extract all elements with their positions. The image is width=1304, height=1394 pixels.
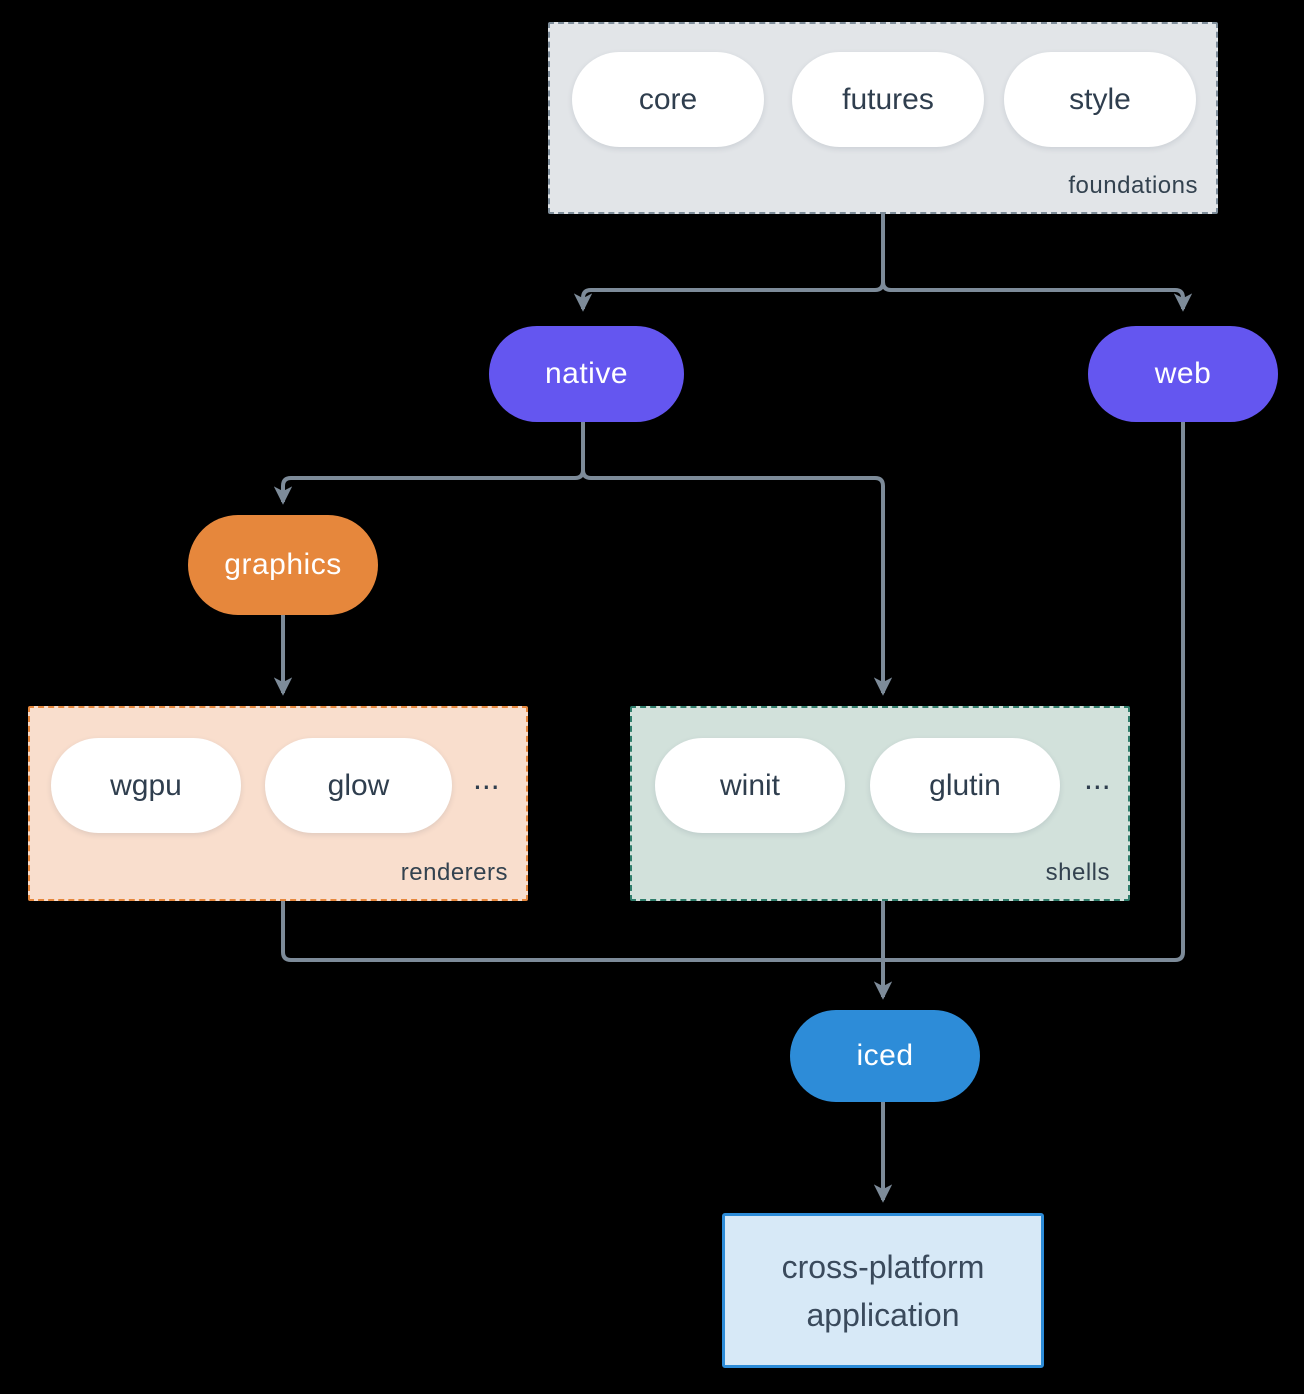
crate-winit: winit [655,738,845,833]
node-native: native [489,326,684,422]
renderers-group: wgpu glow ... renderers [28,706,528,901]
edge-native-graphics [273,422,585,505]
crate-glow: glow [265,738,452,833]
edge-foundations-native [573,214,885,312]
node-graphics-label: graphics [224,548,342,581]
crate-wgpu-label: wgpu [110,768,182,802]
shells-group-label: shells [1045,859,1110,886]
crate-style-label: style [1069,82,1131,116]
node-native-label: native [544,357,629,390]
node-iced-label: iced [856,1039,914,1072]
foundations-group-label: foundations [1068,172,1198,199]
application-label-line2: application [806,1296,960,1333]
node-graphics: graphics [188,515,378,615]
crate-core: core [572,52,764,147]
foundations-group: core futures style foundations [548,22,1218,214]
crate-winit-label: winit [719,768,780,802]
node-web: web [1088,326,1278,422]
crate-glutin-label: glutin [929,768,1001,802]
shells-group: winit glutin ... shells [630,706,1130,901]
edge-renderers-merge [281,901,883,962]
shells-ellipsis: ... [1084,760,1111,796]
application-label-line1: cross-platform [781,1248,985,1285]
crate-futures: futures [792,52,984,147]
crate-style: style [1004,52,1196,147]
crate-wgpu: wgpu [51,738,241,833]
edge-foundations-web [881,214,1193,312]
renderers-ellipsis: ... [473,760,500,796]
crate-futures-label: futures [842,82,934,116]
crate-glutin: glutin [870,738,1060,833]
renderers-group-label: renderers [400,859,508,886]
edge-native-shells [581,422,893,696]
crate-core-label: core [638,82,698,116]
application-box: cross-platform application [722,1213,1044,1368]
crate-glow-label: glow [327,768,390,802]
node-web-label: web [1154,357,1212,390]
node-iced: iced [790,1010,980,1102]
